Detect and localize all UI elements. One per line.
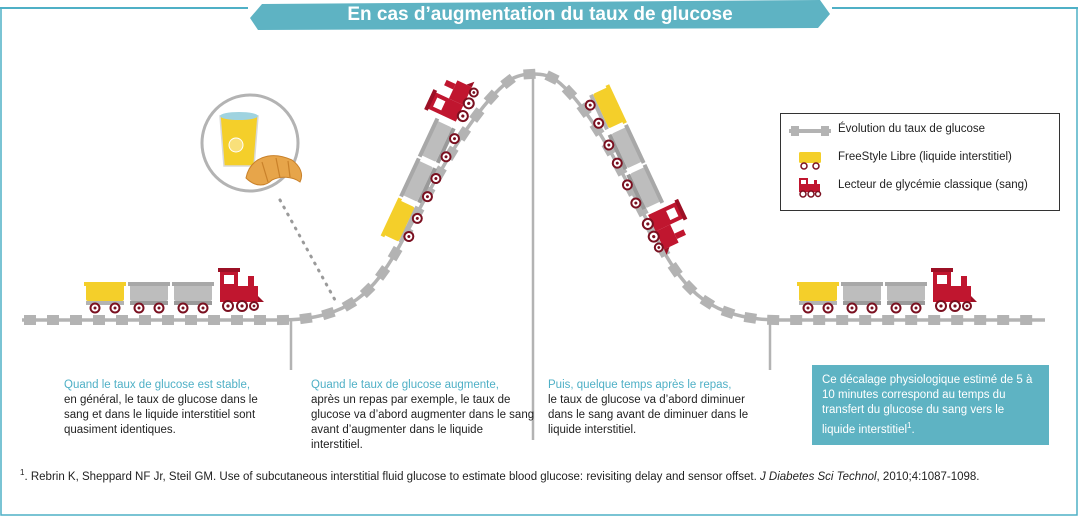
track-sleeper — [375, 265, 391, 281]
track-sleeper — [341, 296, 358, 312]
caption-rising: Quand le taux de glucose augmente, après… — [311, 378, 536, 453]
track-sleeper — [469, 107, 485, 123]
track-sleepers — [24, 68, 1033, 326]
croissant-icon — [245, 155, 303, 186]
footnote: 1. Rebrin K, Sheppard NF Jr, Steil GM. U… — [20, 468, 1070, 483]
grey-wagon-icon — [127, 281, 171, 314]
track-sleeper — [387, 245, 403, 262]
grey-wagon-icon — [884, 281, 928, 314]
track-sleeper — [561, 84, 578, 101]
track-sleeper — [767, 314, 780, 326]
caption-text: après un repas par exemple, le taux de g… — [311, 394, 535, 451]
track-segment-icon — [789, 126, 831, 136]
caption-highlight: Quand le taux de glucose augmente, — [311, 379, 499, 391]
track-sleeper — [276, 314, 290, 326]
caption-highlight: Quand le taux de glucose est stable, — [64, 379, 251, 391]
caption-highlight: Puis, quelque temps après le repas, — [548, 379, 732, 391]
track-sleeper — [47, 315, 59, 325]
yellow-wagon-icon — [83, 281, 127, 314]
red-locomotive-icon — [930, 267, 978, 312]
track-sleeper — [139, 315, 151, 325]
track-sleeper — [882, 315, 895, 325]
frame-border — [0, 8, 1078, 516]
caption-falling: Puis, quelque temps après le repas, le t… — [548, 378, 768, 438]
footnote-journal: J Diabetes Sci Technol — [759, 470, 877, 483]
meal-illustration — [200, 93, 303, 193]
track-sleeper — [667, 262, 683, 278]
track-sleeper — [928, 315, 941, 325]
track-sleeper — [523, 68, 536, 80]
track-sleeper — [93, 315, 105, 325]
grey-wagon-icon — [398, 156, 446, 210]
track-sleeper — [951, 315, 964, 325]
info-box-suffix: . — [911, 423, 915, 436]
track-sleeper — [997, 315, 1010, 325]
track-sleeper — [500, 73, 516, 90]
track-sleeper — [1020, 315, 1033, 325]
track-sleeper — [720, 305, 736, 320]
track-sleeper — [859, 315, 872, 325]
yellow-wagon-icon — [799, 152, 821, 170]
train-rising — [379, 66, 484, 250]
track-sleeper — [589, 121, 605, 137]
grey-wagon-icon — [840, 281, 884, 314]
legend-item-track: Évolution du taux de glucose — [781, 120, 1059, 144]
caption-text: en général, le taux de glucose dans le s… — [64, 394, 258, 436]
track-sleeper — [974, 315, 987, 325]
footnote-rest: , 2010;4:1087-1098. — [876, 470, 980, 483]
track-sleeper — [162, 315, 174, 325]
train-stable-left — [83, 267, 265, 314]
track-sleeper — [483, 89, 500, 106]
grey-wagon-icon — [599, 123, 647, 177]
legend-label: Lecteur de glycémie classique (sang) — [838, 179, 1028, 191]
legend-item-glycemie: Lecteur de glycémie classique (sang) — [781, 176, 1059, 200]
info-box: Ce décalage physiologique estimé de 5 à … — [812, 365, 1049, 445]
yellow-wagon-icon — [379, 196, 428, 250]
train-stable-right — [796, 267, 978, 314]
footnote-marker: 1 — [20, 468, 25, 477]
track-sleeper — [743, 311, 757, 324]
yellow-wagon-icon — [796, 281, 840, 314]
title-banner — [250, 0, 830, 30]
track-sleeper — [681, 279, 698, 296]
track-sleeper — [185, 315, 197, 325]
track-sleeper — [299, 312, 313, 325]
track-sleeper — [813, 315, 826, 325]
track-sleeper — [254, 315, 266, 325]
legend-label: Évolution du taux de glucose — [838, 123, 986, 135]
track-sleeper — [699, 294, 716, 310]
train-falling — [580, 83, 699, 260]
juice-glass-icon — [219, 112, 259, 167]
track-sleeper — [790, 315, 803, 325]
caption-stable: Quand le taux de glucose est stable, en … — [64, 378, 284, 438]
red-locomotive-icon — [799, 178, 822, 198]
track-sleeper — [231, 315, 243, 325]
grey-wagon-icon — [171, 281, 215, 314]
info-box-text: Ce décalage physiologique estimé de 5 à … — [822, 374, 1033, 436]
red-locomotive-icon — [217, 267, 265, 312]
footnote-text: . Rebrin K, Sheppard NF Jr, Steil GM. Us… — [24, 470, 760, 483]
yellow-wagon-icon — [580, 83, 628, 137]
grey-wagon-icon — [416, 116, 465, 170]
connector-dots — [278, 198, 337, 302]
page-title: En cas d’augmentation du taux de glucose — [347, 4, 733, 25]
track-sleeper — [836, 315, 849, 325]
info-box-sup: 1 — [907, 421, 912, 430]
track-sleeper — [70, 315, 82, 325]
red-locomotive-icon — [638, 197, 699, 260]
track-sleeper — [576, 102, 592, 118]
track-sleeper — [359, 282, 376, 299]
track-sleeper — [116, 315, 128, 325]
track-sleeper — [905, 315, 918, 325]
legend-item-freestyle: FreeStyle Libre (liquide interstitiel) — [781, 148, 1059, 172]
legend: Évolution du taux de glucose FreeStyle L… — [780, 113, 1060, 211]
track-sleeper — [208, 315, 220, 325]
track-sleeper — [544, 70, 560, 85]
caption-text: le taux de glucose va d’abord diminuer d… — [548, 394, 749, 436]
legend-label: FreeStyle Libre (liquide interstitiel) — [838, 151, 1012, 163]
track-sleeper — [321, 306, 336, 321]
track-sleeper — [24, 315, 36, 325]
